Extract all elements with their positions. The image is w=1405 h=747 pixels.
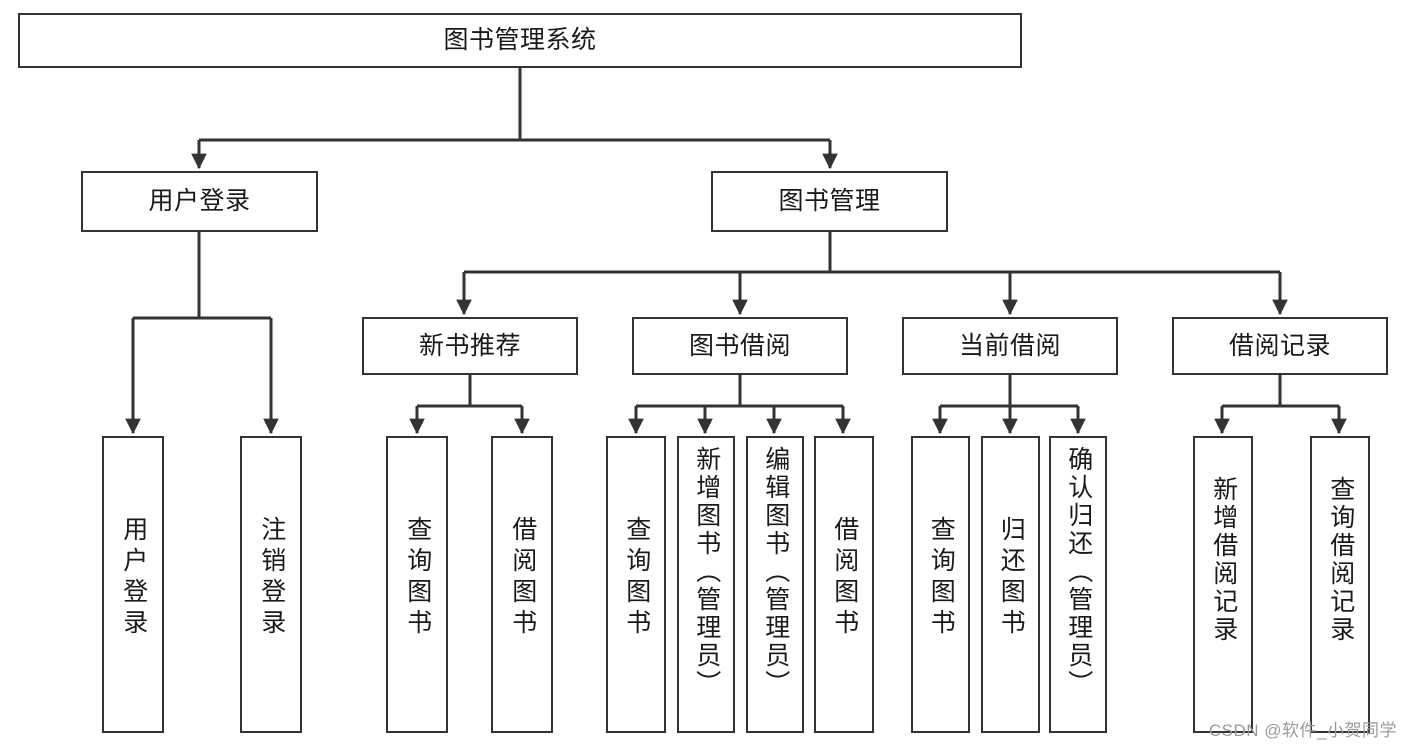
node-current-borrow[interactable]: 当前借阅	[902, 317, 1118, 375]
node-book-mgmt-label: 图书管理	[778, 187, 881, 215]
leaf-edit-book[interactable]: 编辑图书（管理员）	[746, 436, 804, 733]
leaf-confirm-return[interactable]: 确认归还（管理员）	[1049, 436, 1107, 733]
leaf-query-book-1[interactable]: 查询图书	[386, 436, 448, 733]
leaf-logout-label: 注销登录	[257, 516, 286, 640]
leaf-user-login-label: 用户登录	[119, 516, 148, 640]
leaf-add-book-label: 新增图书（管理员）	[692, 446, 721, 698]
leaf-add-record-label: 新增借阅记录	[1209, 476, 1238, 644]
leaf-add-book[interactable]: 新增图书（管理员）	[677, 436, 735, 733]
node-new-book-rec[interactable]: 新书推荐	[362, 317, 578, 375]
csdn-watermark: CSDN @软件_小贺同学	[1208, 721, 1397, 740]
leaf-borrow-book-1-label: 借阅图书	[508, 516, 537, 640]
node-borrow-record-label: 借阅记录	[1228, 331, 1331, 360]
node-new-book-rec-label: 新书推荐	[418, 331, 521, 360]
leaf-query-book-2-label: 查询图书	[622, 516, 651, 640]
leaf-borrow-book-2[interactable]: 借阅图书	[814, 436, 874, 733]
node-book-mgmt[interactable]: 图书管理	[711, 171, 948, 232]
node-current-borrow-label: 当前借阅	[958, 331, 1061, 360]
node-root-label: 图书管理系统	[443, 26, 597, 54]
leaf-query-record[interactable]: 查询借阅记录	[1310, 436, 1370, 733]
node-borrow-record[interactable]: 借阅记录	[1172, 317, 1388, 375]
leaf-query-book-3[interactable]: 查询图书	[911, 436, 970, 733]
leaf-logout[interactable]: 注销登录	[240, 436, 302, 733]
leaf-edit-book-label: 编辑图书（管理员）	[761, 446, 790, 698]
leaf-query-book-2[interactable]: 查询图书	[606, 436, 666, 733]
leaf-return-book-label: 归还图书	[997, 516, 1026, 640]
leaf-query-book-1-label: 查询图书	[403, 516, 432, 640]
leaf-borrow-book-2-label: 借阅图书	[830, 516, 859, 640]
node-user-login-label: 用户登录	[148, 187, 251, 215]
leaf-query-book-3-label: 查询图书	[927, 516, 956, 640]
leaf-borrow-book-1[interactable]: 借阅图书	[491, 436, 553, 733]
node-book-borrow-label: 图书借阅	[688, 331, 791, 360]
node-root[interactable]: 图书管理系统	[18, 13, 1022, 68]
leaf-add-record[interactable]: 新增借阅记录	[1193, 436, 1253, 733]
leaf-query-record-label: 查询借阅记录	[1326, 476, 1355, 644]
leaf-user-login[interactable]: 用户登录	[102, 436, 164, 733]
node-user-login[interactable]: 用户登录	[81, 171, 318, 232]
leaf-return-book[interactable]: 归还图书	[981, 436, 1040, 733]
node-book-borrow[interactable]: 图书借阅	[632, 317, 848, 375]
leaf-confirm-return-label: 确认归还（管理员）	[1064, 446, 1093, 698]
